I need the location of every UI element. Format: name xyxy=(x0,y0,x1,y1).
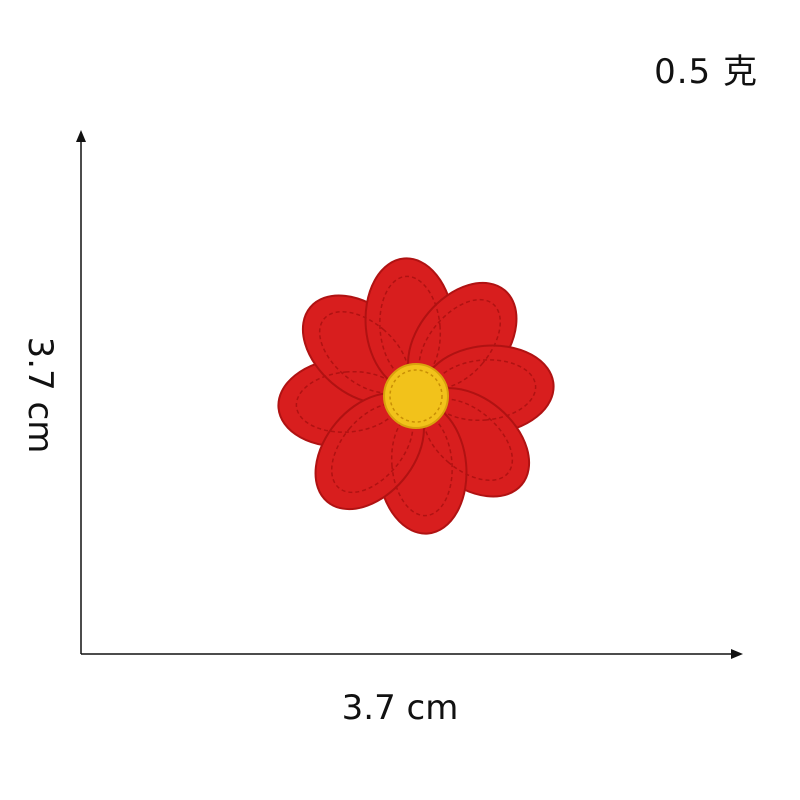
horizontal-axis-arrowhead xyxy=(731,649,743,659)
weight-label: 0.5 克 xyxy=(654,52,758,92)
flower-center xyxy=(383,363,449,429)
flower-center-stitch xyxy=(389,369,443,423)
height-label: 3.7 cm xyxy=(20,336,60,454)
width-label: 3.7 cm xyxy=(341,688,459,728)
red-flower-patch-image xyxy=(277,257,555,535)
vertical-axis-arrowhead xyxy=(76,130,86,142)
